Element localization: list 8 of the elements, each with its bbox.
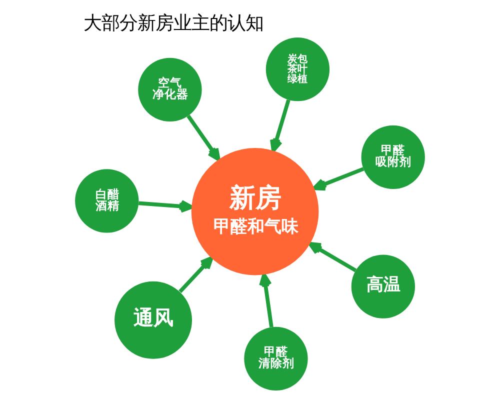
node-circle: 甲醛吸附剂 [360,125,424,190]
diagram-title: 大部分新房业主的认知 [83,13,264,34]
node-circle: 通风 [114,281,192,359]
node-circle: 甲醛清除剂 [244,326,308,391]
node-circle: 白醋酒精 [74,169,138,233]
node-circle: 炭包茶叶绿植 [265,38,330,102]
node-circle: 空气净化器 [138,58,202,122]
node-circle: 高温 [350,254,414,318]
